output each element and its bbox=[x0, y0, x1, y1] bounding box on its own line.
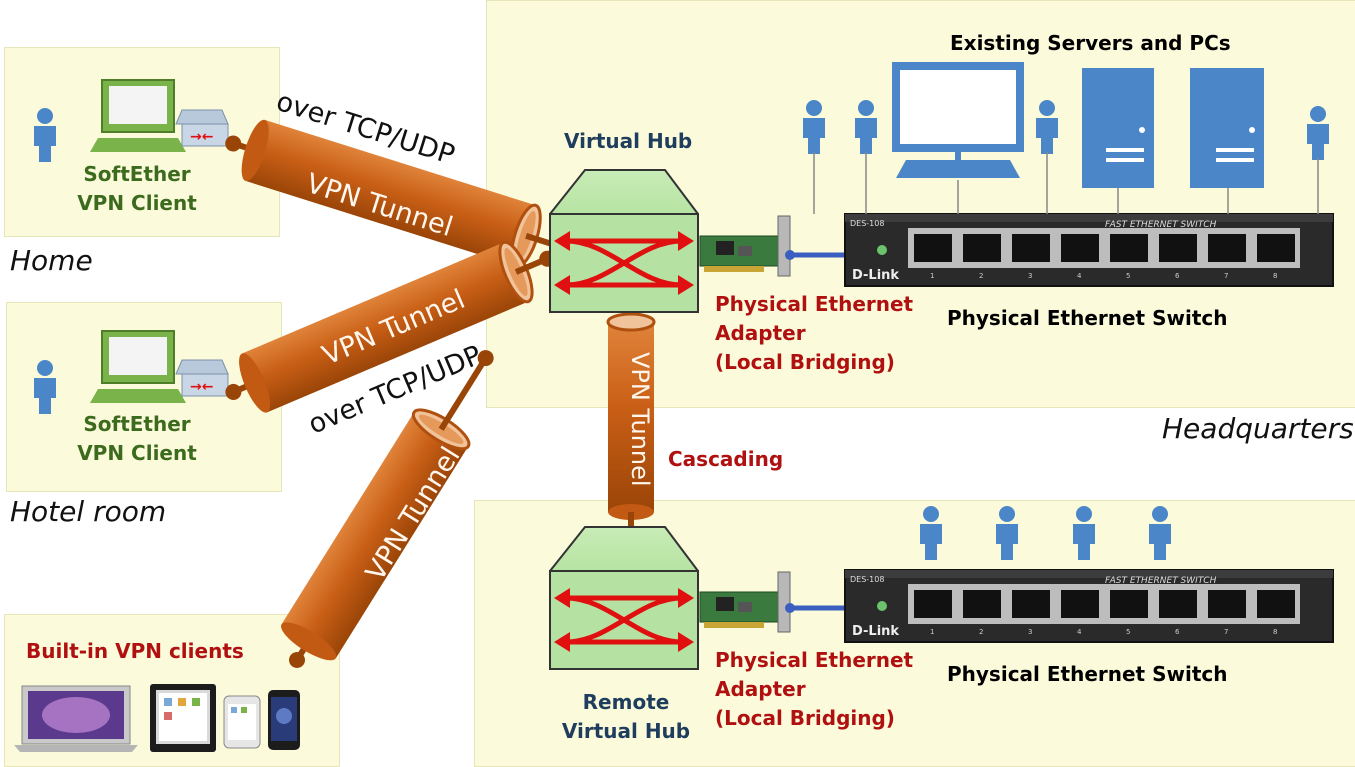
home-client-line1: SoftEther bbox=[83, 162, 191, 186]
hq-port-8: 8 bbox=[1273, 272, 1277, 280]
hq-ethernet-switch-icon: DES-108 FAST ETHERNET SWITCH D-Link 1 2 … bbox=[844, 213, 1334, 287]
hotel-client-line1: SoftEther bbox=[83, 412, 191, 436]
hq-person-icon bbox=[855, 100, 877, 154]
hq-adapter-label: Physical Ethernet Adapter (Local Bridgin… bbox=[715, 290, 913, 377]
builtin-vpn-tunnel bbox=[281, 350, 494, 668]
home-client-label: SoftEther VPN Client bbox=[62, 160, 212, 218]
remote-adapter-line1: Physical Ethernet bbox=[715, 648, 914, 672]
cascade-tunnel-label: VPN Tunnel bbox=[626, 352, 654, 487]
hotel-client-line2: VPN Client bbox=[77, 441, 197, 465]
tablet-icon bbox=[150, 684, 216, 752]
hq-port-3: 3 bbox=[1028, 272, 1032, 280]
home-client-line2: VPN Client bbox=[77, 191, 197, 215]
svg-text:→←: →← bbox=[190, 129, 213, 145]
remote-switch-label: Physical Ethernet Switch bbox=[947, 662, 1228, 686]
hotel-vpn-tunnel bbox=[225, 240, 556, 413]
hq-person-icon bbox=[803, 100, 825, 154]
hq-port-6: 6 bbox=[1175, 272, 1180, 280]
home-vpn-tunnel bbox=[225, 119, 568, 269]
remote-adapter-label: Physical Ethernet Adapter (Local Bridgin… bbox=[715, 646, 913, 733]
remote-port-6: 6 bbox=[1175, 628, 1180, 636]
hq-adapter-line3: (Local Bridging) bbox=[715, 350, 895, 374]
remote-virtual-hub-icon bbox=[549, 526, 699, 670]
hotel-vpn-adapter-icon: →← bbox=[175, 359, 229, 397]
cascading-label: Cascading bbox=[668, 447, 784, 471]
remote-port-4: 4 bbox=[1077, 628, 1082, 636]
laptop-icon bbox=[14, 685, 138, 752]
hq-switch-label: Physical Ethernet Switch bbox=[947, 306, 1228, 330]
home-vpn-adapter-icon: →← bbox=[175, 109, 229, 147]
home-location-label: Home bbox=[10, 244, 93, 277]
hq-port-4: 4 bbox=[1077, 272, 1082, 280]
remote-switch-title: FAST ETHERNET SWITCH bbox=[1105, 576, 1217, 586]
hq-switch-model: DES-108 bbox=[850, 219, 884, 228]
remote-hub-line2: Virtual Hub bbox=[561, 719, 691, 743]
remote-person-icon bbox=[1073, 506, 1095, 560]
phone-icon bbox=[268, 690, 300, 750]
builtin-clients-label: Built-in VPN clients bbox=[26, 639, 244, 663]
remote-adapter-line3: (Local Bridging) bbox=[715, 706, 895, 730]
hq-virtual-hub-icon bbox=[549, 169, 699, 313]
remote-person-icon bbox=[996, 506, 1018, 560]
remote-port-1: 1 bbox=[930, 628, 934, 636]
hq-server-icon bbox=[1190, 68, 1264, 214]
hotel-pc-icon bbox=[90, 330, 186, 403]
hq-port-2: 2 bbox=[979, 272, 983, 280]
remote-adapter-line2: Adapter bbox=[715, 677, 806, 701]
remote-port-5: 5 bbox=[1126, 628, 1130, 636]
remote-switch-model: DES-108 bbox=[850, 575, 884, 584]
hq-person-icon bbox=[1036, 100, 1058, 154]
svg-text:→←: →← bbox=[190, 379, 213, 395]
remote-port-7: 7 bbox=[1224, 628, 1228, 636]
remote-person-icon bbox=[920, 506, 942, 560]
hq-switch-title: FAST ETHERNET SWITCH bbox=[1105, 220, 1217, 230]
hq-port-7: 7 bbox=[1224, 272, 1228, 280]
remote-ethernet-adapter-icon bbox=[699, 571, 848, 633]
remote-hub-label: Remote Virtual Hub bbox=[546, 688, 706, 746]
phone-icon bbox=[223, 695, 261, 749]
hotel-location-label: Hotel room bbox=[10, 495, 167, 528]
hq-person-icon bbox=[1307, 106, 1329, 160]
hq-switch-brand: D-Link bbox=[852, 268, 899, 283]
remote-switch-brand: D-Link bbox=[852, 624, 899, 639]
remote-ethernet-switch-icon: DES-108 FAST ETHERNET SWITCH D-Link 1 2 … bbox=[844, 569, 1334, 643]
home-pc-icon bbox=[90, 79, 186, 152]
remote-person-icon bbox=[1149, 506, 1171, 560]
hotel-client-label: SoftEther VPN Client bbox=[62, 410, 212, 468]
hq-location-label: Headquarters bbox=[1162, 412, 1354, 445]
remote-port-2: 2 bbox=[979, 628, 983, 636]
hq-existing-label: Existing Servers and PCs bbox=[950, 31, 1231, 55]
remote-port-3: 3 bbox=[1028, 628, 1032, 636]
hq-desktop-pc-icon bbox=[892, 62, 1024, 214]
hq-port-5: 5 bbox=[1126, 272, 1130, 280]
remote-hub-line1: Remote bbox=[582, 690, 670, 714]
hq-ethernet-adapter-icon bbox=[699, 215, 848, 277]
home-person-icon bbox=[34, 108, 56, 162]
hotel-person-icon bbox=[34, 360, 56, 414]
hq-server-icon bbox=[1082, 68, 1154, 214]
hq-adapter-line1: Physical Ethernet bbox=[715, 292, 914, 316]
hq-virtual-hub-label: Virtual Hub bbox=[564, 129, 693, 153]
hq-adapter-line2: Adapter bbox=[715, 321, 806, 345]
hq-port-1: 1 bbox=[930, 272, 934, 280]
remote-port-8: 8 bbox=[1273, 628, 1277, 636]
